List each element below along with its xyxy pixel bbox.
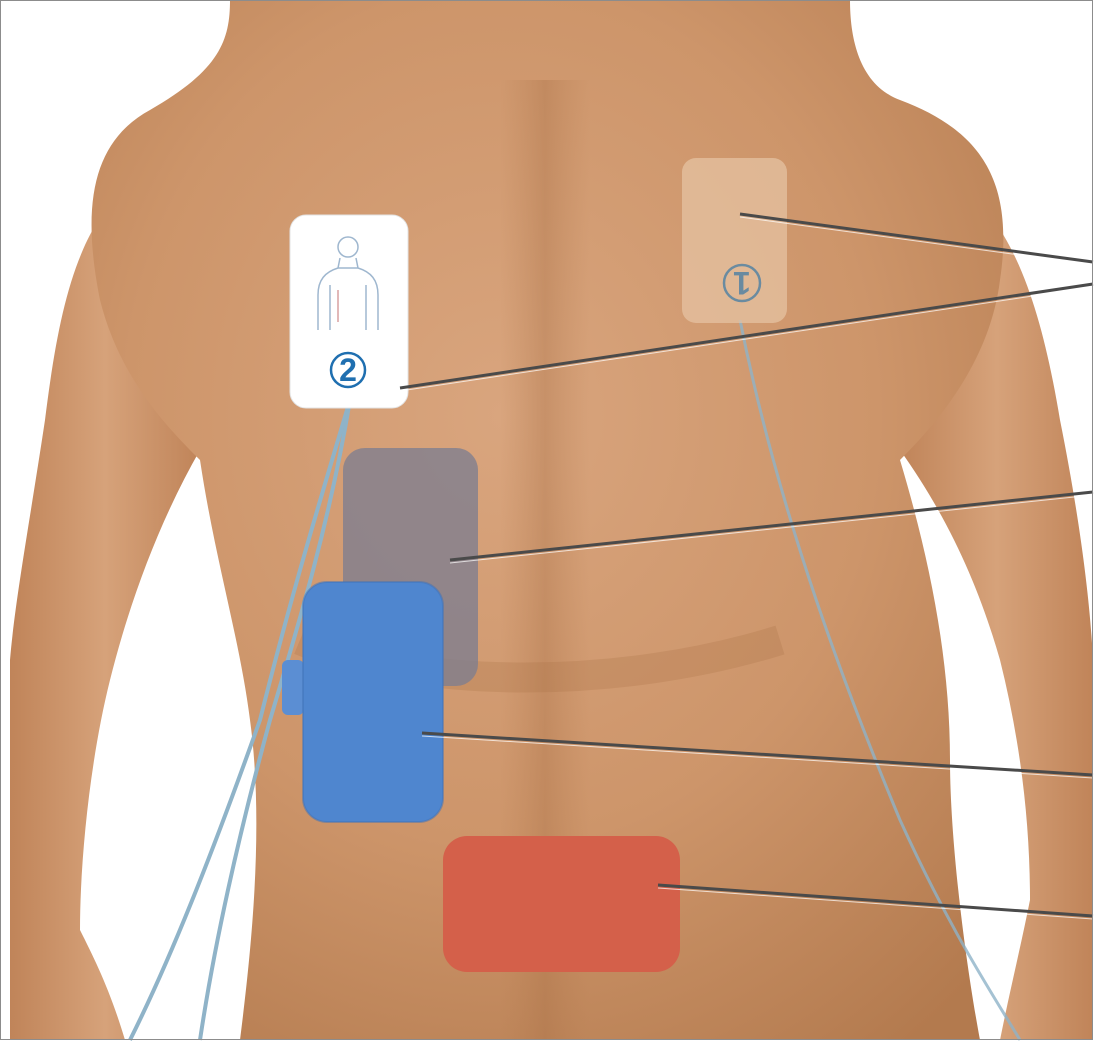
- electrode-pad-blue: [282, 582, 443, 822]
- electrode-pad-1: 1: [682, 158, 787, 323]
- electrode-pad-red: [443, 836, 680, 972]
- electrode-pad-2: 2: [290, 215, 408, 408]
- pad-2-number: 2: [339, 352, 357, 388]
- pad-1-number: 1: [733, 265, 751, 301]
